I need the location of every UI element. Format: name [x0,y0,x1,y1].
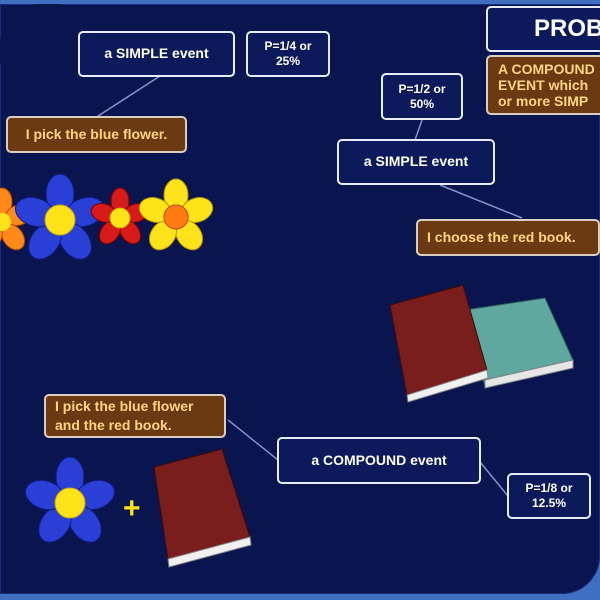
definition-line: A COMPOUND [498,61,595,77]
event3-statement-text: I pick the blue flower and the red book. [55,398,194,433]
event1-statement-text: I pick the blue flower. [25,126,168,143]
connector-event3-prob [479,461,509,497]
flower-icon [24,457,116,543]
page-title: PROB [486,6,600,52]
event2-probability-box: P=1/2 or 50% [381,73,463,120]
event1-statement: I pick the blue flower. [6,116,187,153]
flower-icon [138,178,214,251]
event2-probability: P=1/2 or 50% [398,81,446,111]
event3-probability-box: P=1/8 or 12.5% [507,473,591,519]
event2-label: a SIMPLE event [363,153,469,170]
event1-label: a SIMPLE event [104,45,209,62]
event3-statement: I pick the blue flower and the red book. [44,394,226,438]
event1-probability-box: P=1/4 or 25% [246,31,330,77]
connector-event3 [227,419,279,461]
plus-sign: + [123,492,141,525]
event2-statement: I choose the red book. [416,219,600,256]
connector-event2-prob [414,119,423,141]
definition-line: or more SIMP [498,93,589,109]
page-title-text: PROB [534,15,600,42]
event2-label-box: a SIMPLE event [337,139,495,185]
definition-line: EVENT which [498,77,589,93]
connector-event1 [94,75,161,119]
flower-icon [14,173,106,260]
flower-icon [90,187,150,245]
book-icon [153,448,252,568]
event3-label-box: a COMPOUND event [277,437,481,484]
event3-probability: P=1/8 or 12.5% [525,481,573,510]
plus-icon: + [123,492,141,526]
definition-note: A COMPOUND EVENT which or more SIMP [486,55,600,115]
event1-label-box: a SIMPLE event [78,31,235,77]
connector-event2 [439,184,523,219]
event3-label: a COMPOUND event [311,451,447,468]
event2-statement-text: I choose the red book. [427,229,576,246]
flower-row [0,173,214,260]
event1-probability: P=1/4 or 25% [264,39,312,68]
book-icon [389,284,489,403]
books-group [389,284,574,403]
